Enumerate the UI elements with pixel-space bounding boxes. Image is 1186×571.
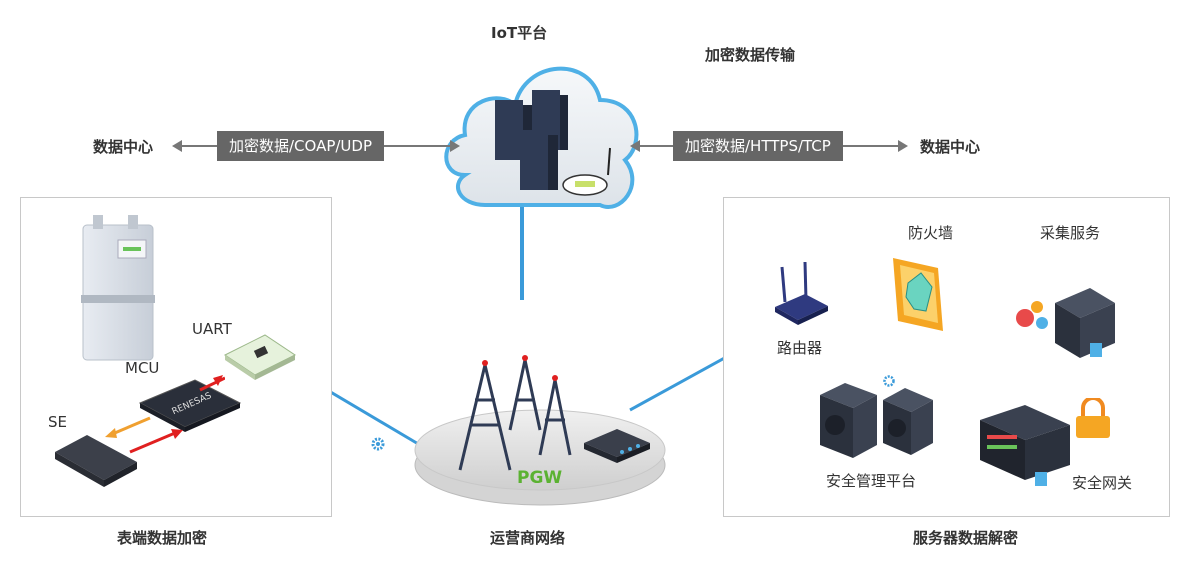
se-label: SE [48, 413, 67, 431]
firewall-label: 防火墙 [908, 224, 954, 242]
left-link-pill: 加密数据/COAP/UDP [217, 131, 385, 161]
server-panel-caption: 服务器数据解密 [913, 529, 1019, 547]
firewall-icon [893, 258, 943, 331]
collection-service-label: 采集服务 [1040, 224, 1101, 242]
mcu-label: MCU [125, 359, 160, 377]
security-gateway-label: 安全网关 [1072, 474, 1133, 492]
uart-label: UART [192, 320, 232, 338]
right-datacenter-label: 数据中心 [920, 138, 981, 156]
server-rack-icon [495, 90, 568, 190]
gas-meter-icon [81, 215, 155, 361]
padlock-icon [1076, 398, 1110, 438]
se-chip-icon [55, 435, 137, 487]
right-link-pill: 加密数据/HTTPS/TCP [673, 131, 843, 161]
encrypted-transfer-label: 加密数据传输 [705, 46, 796, 64]
security-mgmt-label: 安全管理平台 [826, 472, 917, 490]
router-label: 路由器 [777, 339, 823, 357]
gear-red-icon [1016, 309, 1034, 327]
cloud-icon [444, 66, 639, 209]
mcu-chip-icon: RENESAS [138, 379, 242, 432]
server-gear-icon [883, 375, 895, 387]
device-panel-caption: 表端数据加密 [117, 529, 208, 547]
cloud-title: IoT平台 [491, 24, 548, 42]
uart-module-icon [224, 334, 296, 380]
gear-icon [371, 437, 385, 451]
security-mgmt-servers-icon [820, 383, 933, 458]
left-datacenter-label: 数据中心 [93, 138, 154, 156]
pgw-label: PGW [517, 468, 563, 488]
security-gateway-icon [980, 405, 1070, 486]
cell-tower-icon [458, 355, 572, 471]
collection-server-icon [1016, 288, 1115, 358]
router-icon [775, 262, 828, 325]
network-caption: 运营商网络 [490, 529, 566, 547]
data-flow-arrows [105, 375, 225, 454]
pgw-router-icon [584, 429, 650, 463]
